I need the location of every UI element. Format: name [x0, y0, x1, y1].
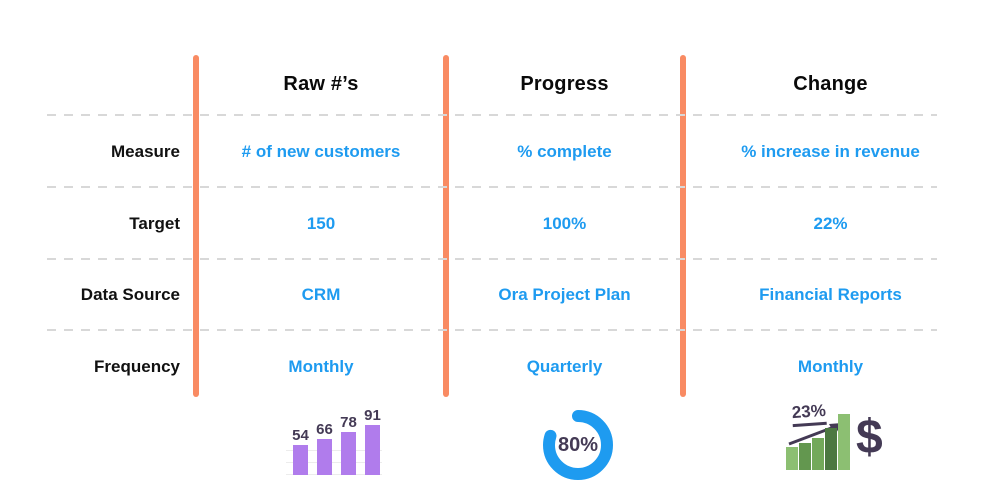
chart-gridline: [286, 474, 382, 475]
chart-bar-value-label: 54: [292, 427, 309, 444]
cell-change-frequency: Monthly: [797, 357, 864, 376]
row-separator-4: [47, 329, 937, 331]
chart-bar: [786, 447, 798, 470]
column-divider-3: [680, 55, 686, 397]
chart-gridline: [286, 462, 382, 463]
chart-bar: [365, 425, 380, 475]
cell-change-measure: % increase in revenue: [741, 142, 920, 161]
progress-donut-chart-icon: [536, 403, 620, 487]
column-divider-1: [193, 55, 199, 397]
chart-bar-value-label: 66: [316, 421, 333, 438]
cell-progress-frequency: Quarterly: [526, 357, 603, 376]
column-divider-2: [443, 55, 449, 397]
dollar-sign-icon: $: [856, 411, 883, 464]
row-separator-3: [47, 258, 937, 260]
chart-bar: [812, 438, 824, 470]
revenue-growth-bar-chart-icon: 23%: [784, 400, 896, 470]
chart-bar: [838, 414, 850, 470]
chart-bar-value-label: 91: [364, 407, 381, 424]
row-label-target: Target: [129, 214, 180, 233]
cell-raw-frequency: Monthly: [288, 357, 354, 376]
donut-percent-label: 80%: [557, 433, 599, 456]
row-label-frequency: Frequency: [94, 357, 180, 376]
chart-bar: [825, 428, 837, 470]
cell-raw-data-source: CRM: [301, 285, 341, 304]
cell-change-target: 22%: [813, 214, 848, 233]
cell-raw-target: 150: [306, 214, 336, 233]
column-header-progress: Progress: [520, 73, 609, 95]
row-separator-1: [47, 114, 937, 116]
chart-bar: [341, 432, 356, 475]
cell-progress-target: 100%: [542, 214, 587, 233]
column-header-change: Change: [793, 73, 868, 95]
chart-gridline: [286, 450, 382, 451]
cell-progress-data-source: Ora Project Plan: [498, 285, 631, 304]
chart-bar: [799, 443, 811, 470]
cell-progress-measure: % complete: [517, 142, 612, 161]
cell-raw-measure: # of new customers: [241, 142, 401, 161]
raw-numbers-bar-chart-icon: 54 66 78 91: [286, 403, 382, 475]
cell-change-data-source: Financial Reports: [759, 285, 902, 304]
chart-bar: [293, 445, 308, 475]
row-label-measure: Measure: [111, 142, 180, 161]
row-label-data-source: Data Source: [80, 285, 180, 304]
row-separator-2: [47, 186, 937, 188]
column-header-raw-numbers: Raw #’s: [283, 73, 359, 95]
chart-bar-value-label: 78: [340, 414, 357, 431]
chart-bar: [317, 439, 332, 475]
